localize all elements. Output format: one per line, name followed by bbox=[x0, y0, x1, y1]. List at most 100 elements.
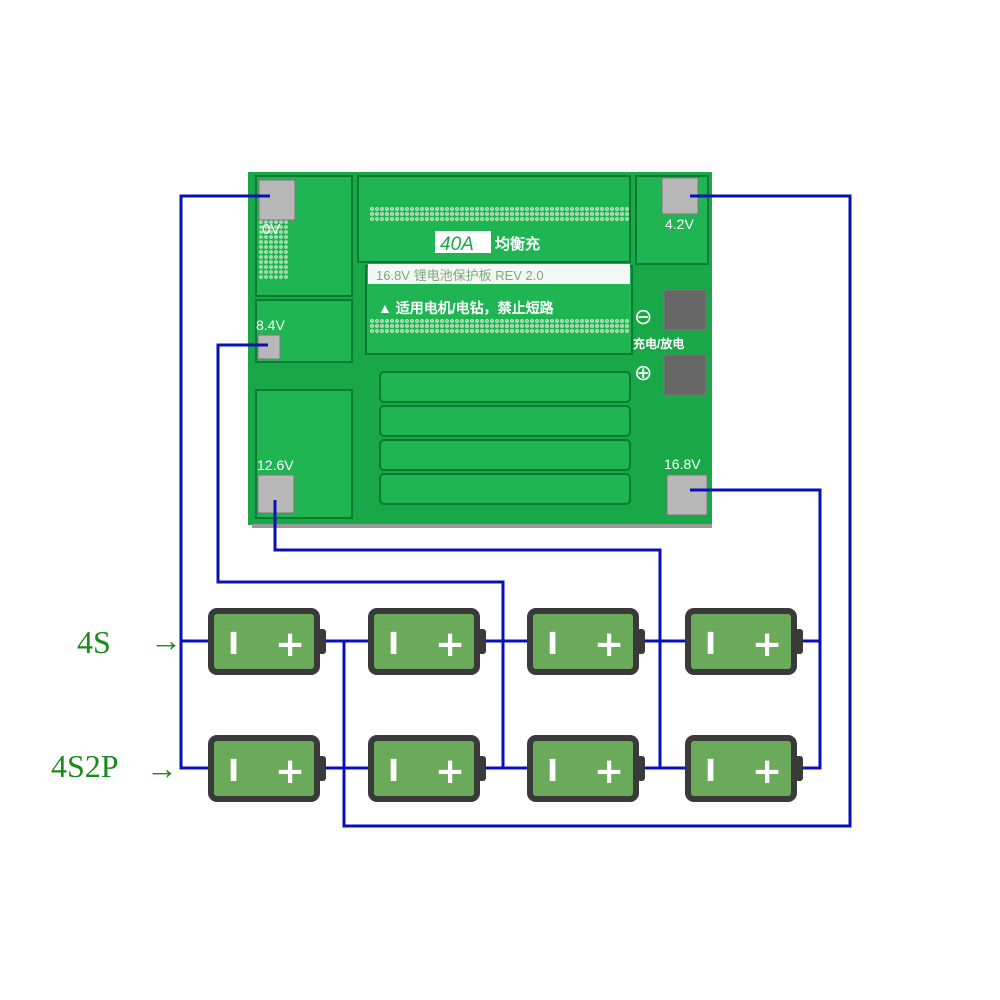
via bbox=[460, 319, 464, 323]
via bbox=[620, 217, 624, 221]
battery-terminal bbox=[318, 629, 326, 654]
via bbox=[390, 212, 394, 216]
via bbox=[595, 324, 599, 328]
via bbox=[375, 207, 379, 211]
via bbox=[550, 207, 554, 211]
via bbox=[590, 217, 594, 221]
via bbox=[264, 275, 268, 279]
bms-board: 0V 4.2V 8.4V 12.6V 16.8V 40A 均衡充 16.8V 锂… bbox=[248, 172, 712, 528]
via bbox=[620, 207, 624, 211]
via bbox=[565, 319, 569, 323]
via bbox=[580, 212, 584, 216]
via bbox=[505, 329, 509, 333]
via bbox=[485, 329, 489, 333]
positive-symbol: + bbox=[435, 751, 465, 792]
via bbox=[615, 212, 619, 216]
pad-label-16v8: 16.8V bbox=[664, 456, 701, 472]
via bbox=[625, 212, 629, 216]
via bbox=[485, 207, 489, 211]
via bbox=[274, 230, 278, 234]
via bbox=[410, 212, 414, 216]
via bbox=[284, 220, 288, 224]
via bbox=[259, 275, 263, 279]
via bbox=[380, 212, 384, 216]
via bbox=[269, 275, 273, 279]
via bbox=[620, 212, 624, 216]
via bbox=[284, 270, 288, 274]
via bbox=[585, 324, 589, 328]
via bbox=[279, 250, 283, 254]
via bbox=[370, 217, 374, 221]
via bbox=[269, 230, 273, 234]
via bbox=[560, 324, 564, 328]
via bbox=[470, 207, 474, 211]
via bbox=[490, 324, 494, 328]
negative-symbol: I bbox=[228, 627, 239, 662]
via bbox=[259, 255, 263, 259]
pad-label-4v2: 4.2V bbox=[665, 216, 694, 232]
via bbox=[470, 324, 474, 328]
via bbox=[595, 329, 599, 333]
via bbox=[565, 207, 569, 211]
via bbox=[490, 329, 494, 333]
via bbox=[625, 324, 629, 328]
via bbox=[264, 245, 268, 249]
via bbox=[520, 329, 524, 333]
via bbox=[570, 329, 574, 333]
wiring bbox=[179, 194, 852, 828]
via bbox=[269, 220, 273, 224]
via bbox=[435, 319, 439, 323]
via bbox=[620, 319, 624, 323]
via bbox=[555, 329, 559, 333]
via bbox=[610, 319, 614, 323]
via bbox=[455, 207, 459, 211]
via bbox=[570, 212, 574, 216]
via bbox=[560, 319, 564, 323]
pad-16v8 bbox=[666, 474, 708, 516]
via bbox=[515, 329, 519, 333]
via bbox=[465, 329, 469, 333]
via bbox=[385, 329, 389, 333]
battery-body bbox=[527, 735, 639, 802]
battery-terminal bbox=[478, 629, 486, 654]
via bbox=[385, 324, 389, 328]
via bbox=[370, 319, 374, 323]
via bbox=[264, 250, 268, 254]
via bbox=[495, 217, 499, 221]
positive-symbol: + bbox=[275, 624, 305, 665]
via bbox=[264, 255, 268, 259]
via bbox=[465, 207, 469, 211]
via bbox=[445, 217, 449, 221]
via bbox=[284, 240, 288, 244]
via bbox=[575, 217, 579, 221]
via bbox=[500, 212, 504, 216]
via bbox=[274, 265, 278, 269]
via bbox=[279, 275, 283, 279]
via bbox=[284, 235, 288, 239]
via bbox=[545, 212, 549, 216]
current-rating: 40A bbox=[440, 234, 474, 255]
via bbox=[410, 329, 414, 333]
pcb-edge bbox=[252, 524, 712, 528]
pad-0v bbox=[258, 179, 296, 221]
via bbox=[370, 207, 374, 211]
via bbox=[485, 212, 489, 216]
via bbox=[400, 329, 404, 333]
via bbox=[425, 319, 429, 323]
pcb-mosfet-row bbox=[379, 439, 631, 471]
via bbox=[520, 207, 524, 211]
via bbox=[485, 319, 489, 323]
via bbox=[510, 217, 514, 221]
via bbox=[495, 207, 499, 211]
positive-symbol: + bbox=[752, 751, 782, 792]
via bbox=[530, 212, 534, 216]
via bbox=[430, 324, 434, 328]
via bbox=[585, 217, 589, 221]
wire-12v6 bbox=[273, 500, 662, 768]
via bbox=[284, 265, 288, 269]
via bbox=[535, 329, 539, 333]
pcb-mosfet-row bbox=[379, 371, 631, 403]
via bbox=[375, 324, 379, 328]
via bbox=[435, 212, 439, 216]
